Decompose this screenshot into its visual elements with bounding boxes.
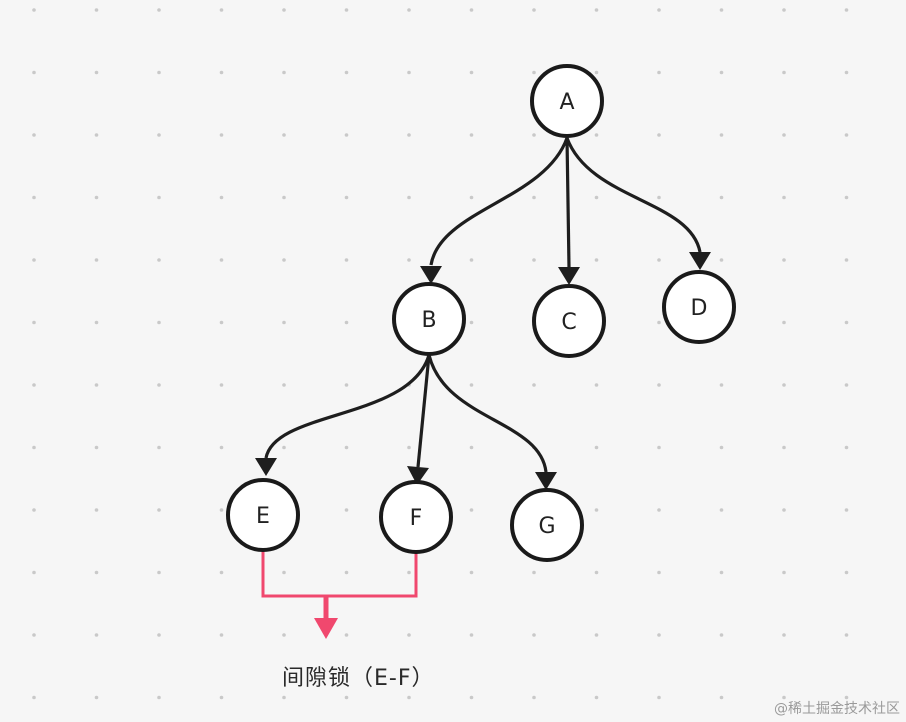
edge-a-b xyxy=(429,137,569,266)
node-a-label: A xyxy=(559,90,574,115)
node-g-label: G xyxy=(538,514,555,539)
gap-lock-connector xyxy=(261,551,418,598)
edge-b-e xyxy=(264,354,431,459)
node-f: F xyxy=(379,480,453,554)
arrowhead-b-f xyxy=(407,466,429,485)
node-e: E xyxy=(226,478,300,552)
edge-a-c xyxy=(565,137,571,268)
arrowhead-a-c xyxy=(558,267,580,285)
gap-lock-bracket xyxy=(261,551,418,639)
arrowhead-a-b xyxy=(420,266,442,284)
node-a: A xyxy=(530,64,604,138)
arrowhead-b-e xyxy=(255,458,277,476)
node-g: G xyxy=(510,488,584,562)
node-f-label: F xyxy=(410,506,423,531)
nodes: A B C D E F G xyxy=(226,64,736,562)
node-c-label: C xyxy=(561,310,576,335)
arrowhead-a-d xyxy=(689,252,711,270)
watermark: @稀土掘金技术社区 xyxy=(774,701,900,717)
gap-lock-caption: 间隙锁（E-F） xyxy=(282,666,435,691)
edges xyxy=(255,137,711,490)
arrowhead-b-g xyxy=(535,472,557,490)
gap-lock-arrowhead xyxy=(314,618,338,639)
node-c: C xyxy=(532,284,606,358)
node-b: B xyxy=(392,282,466,356)
node-d: D xyxy=(662,270,736,344)
node-b-label: B xyxy=(421,308,436,333)
edge-b-g xyxy=(427,354,548,473)
node-d-label: D xyxy=(691,296,708,321)
node-e-label: E xyxy=(256,504,270,529)
edge-a-d xyxy=(565,137,702,253)
edge-b-f xyxy=(416,354,431,468)
